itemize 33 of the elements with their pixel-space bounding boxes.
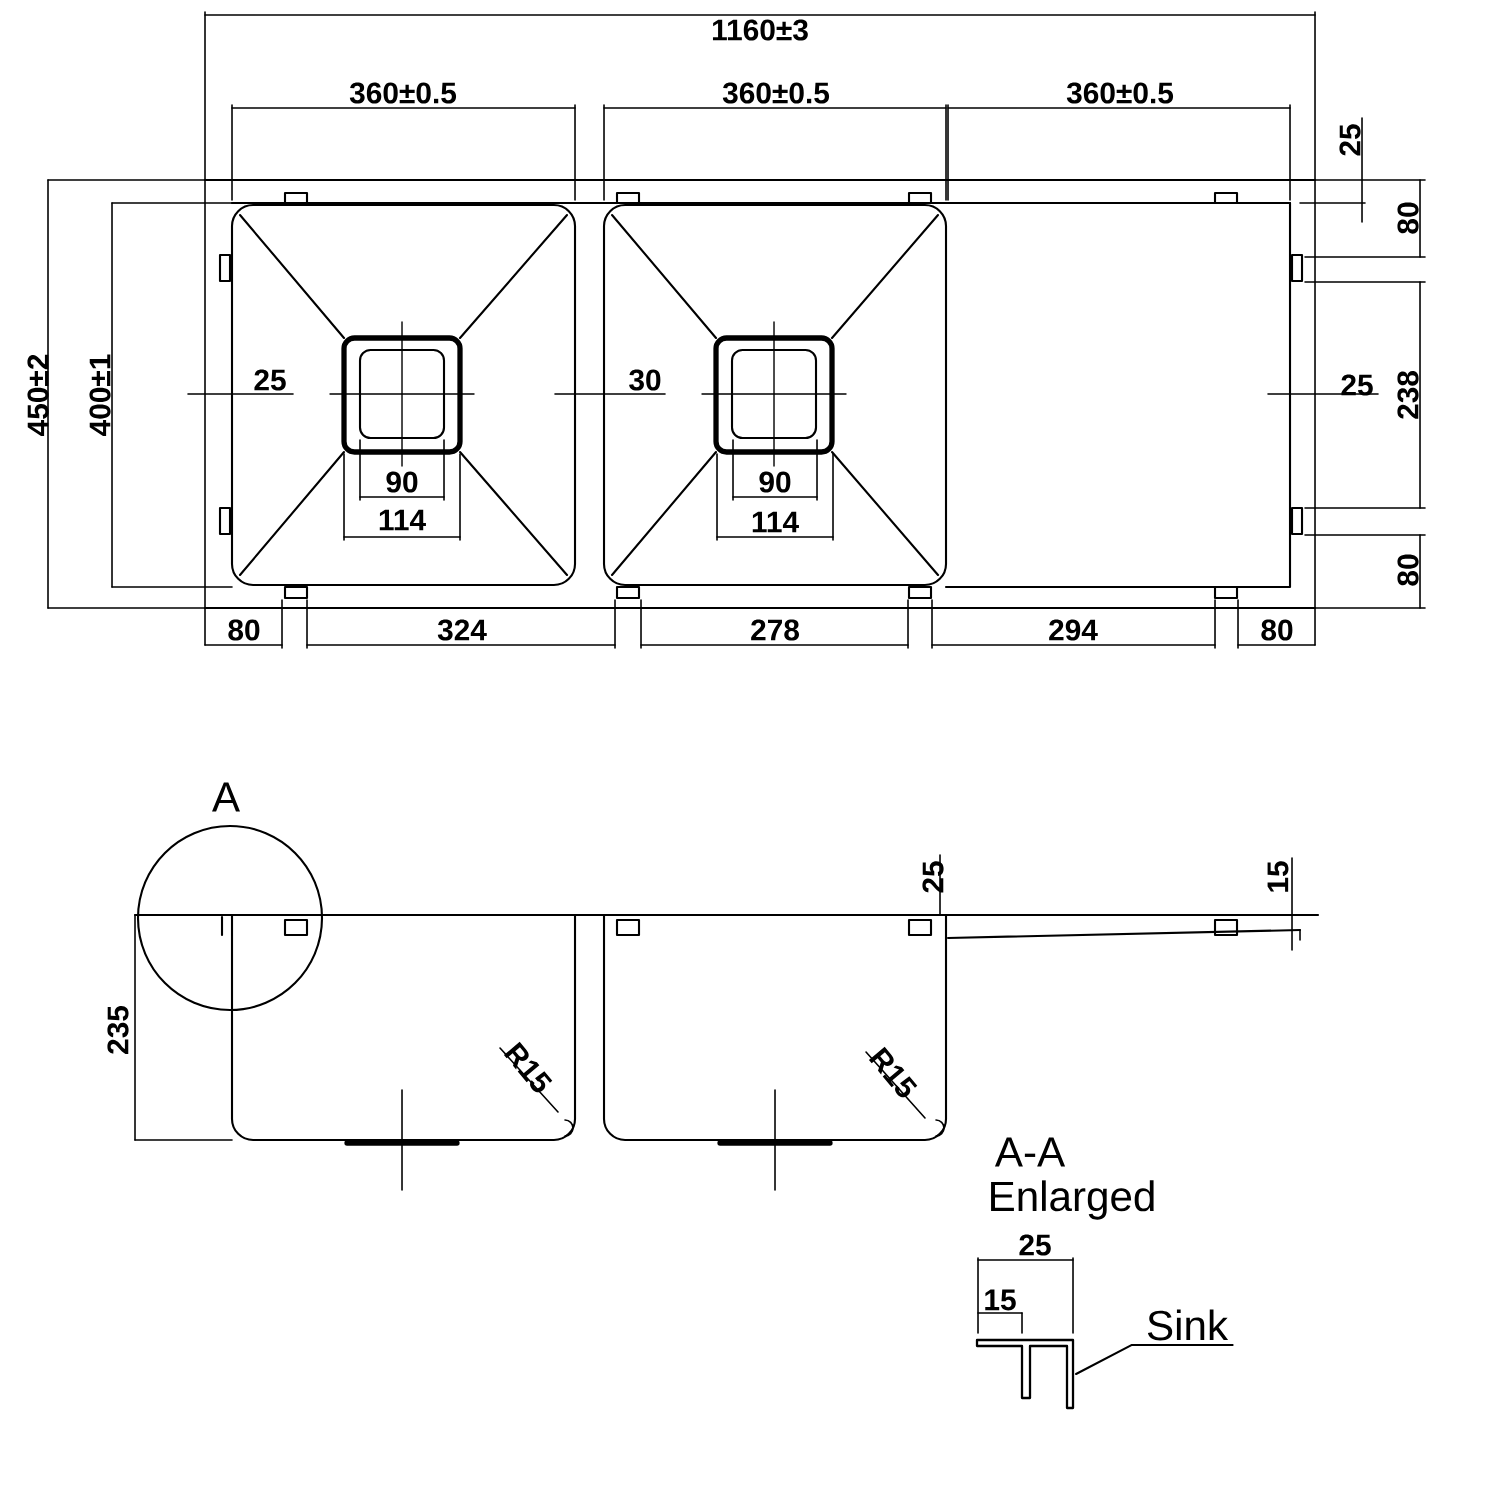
dimension-label: 450±2: [27, 354, 49, 436]
dimension-label: 114: [752, 511, 799, 533]
dimension-label: 80: [228, 619, 260, 641]
view-label: Enlarged: [991, 1180, 1154, 1220]
leader-line: [1075, 1344, 1234, 1376]
dimension-label: 90: [759, 471, 791, 493]
dimension-label: 30: [629, 369, 661, 391]
dimension-label: 15: [985, 1289, 1016, 1311]
dimension-label: 360±0.5: [349, 82, 457, 104]
profile-drawing: [975, 1338, 1075, 1410]
dimension-label: 80: [1397, 554, 1419, 586]
dimension-label: 25: [922, 861, 944, 893]
node-label: A: [212, 782, 240, 812]
dimension-label: 25: [254, 369, 286, 391]
dimension-label: 90: [386, 471, 418, 493]
dimension-label: 80: [1397, 202, 1419, 234]
dimension-label: 360±0.5: [722, 82, 830, 104]
dimension-label: 324: [437, 619, 487, 641]
dimension-label: 25: [1339, 124, 1361, 156]
dimension-label: 360±0.5: [1066, 82, 1174, 104]
dimension-label: 25: [1341, 374, 1373, 396]
dimension-label: 235: [107, 1005, 129, 1054]
dimension-label: 15: [1267, 861, 1289, 892]
part-label: Sink: [1147, 1309, 1229, 1341]
dimension-label: 400±1: [89, 354, 111, 436]
dimension-label: 25: [1019, 1234, 1051, 1256]
dimension-label: 1160±3: [712, 19, 808, 41]
view-label: A-A: [994, 1137, 1066, 1167]
dimension-label: 114: [379, 509, 426, 531]
dimension-label: 238: [1397, 371, 1419, 419]
dimension-label: 278: [751, 619, 799, 641]
dimension-label: 294: [1049, 619, 1098, 641]
dimension-label: 80: [1261, 619, 1293, 641]
